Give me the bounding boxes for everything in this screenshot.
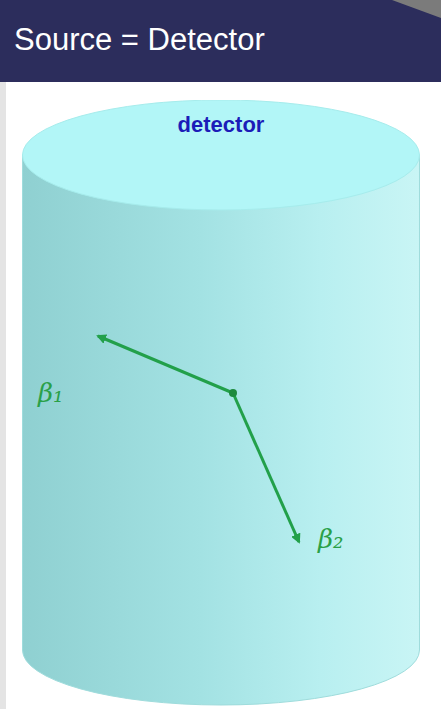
detector-label: detector <box>178 112 265 138</box>
detector-cylinder: detector <box>22 100 420 706</box>
particle-label: β₂ <box>318 524 343 554</box>
slide-title: Source = Detector <box>14 22 265 58</box>
beta-arrows <box>22 100 420 706</box>
cylinder-shape <box>22 100 420 706</box>
particle-label: β₁ <box>38 378 63 408</box>
